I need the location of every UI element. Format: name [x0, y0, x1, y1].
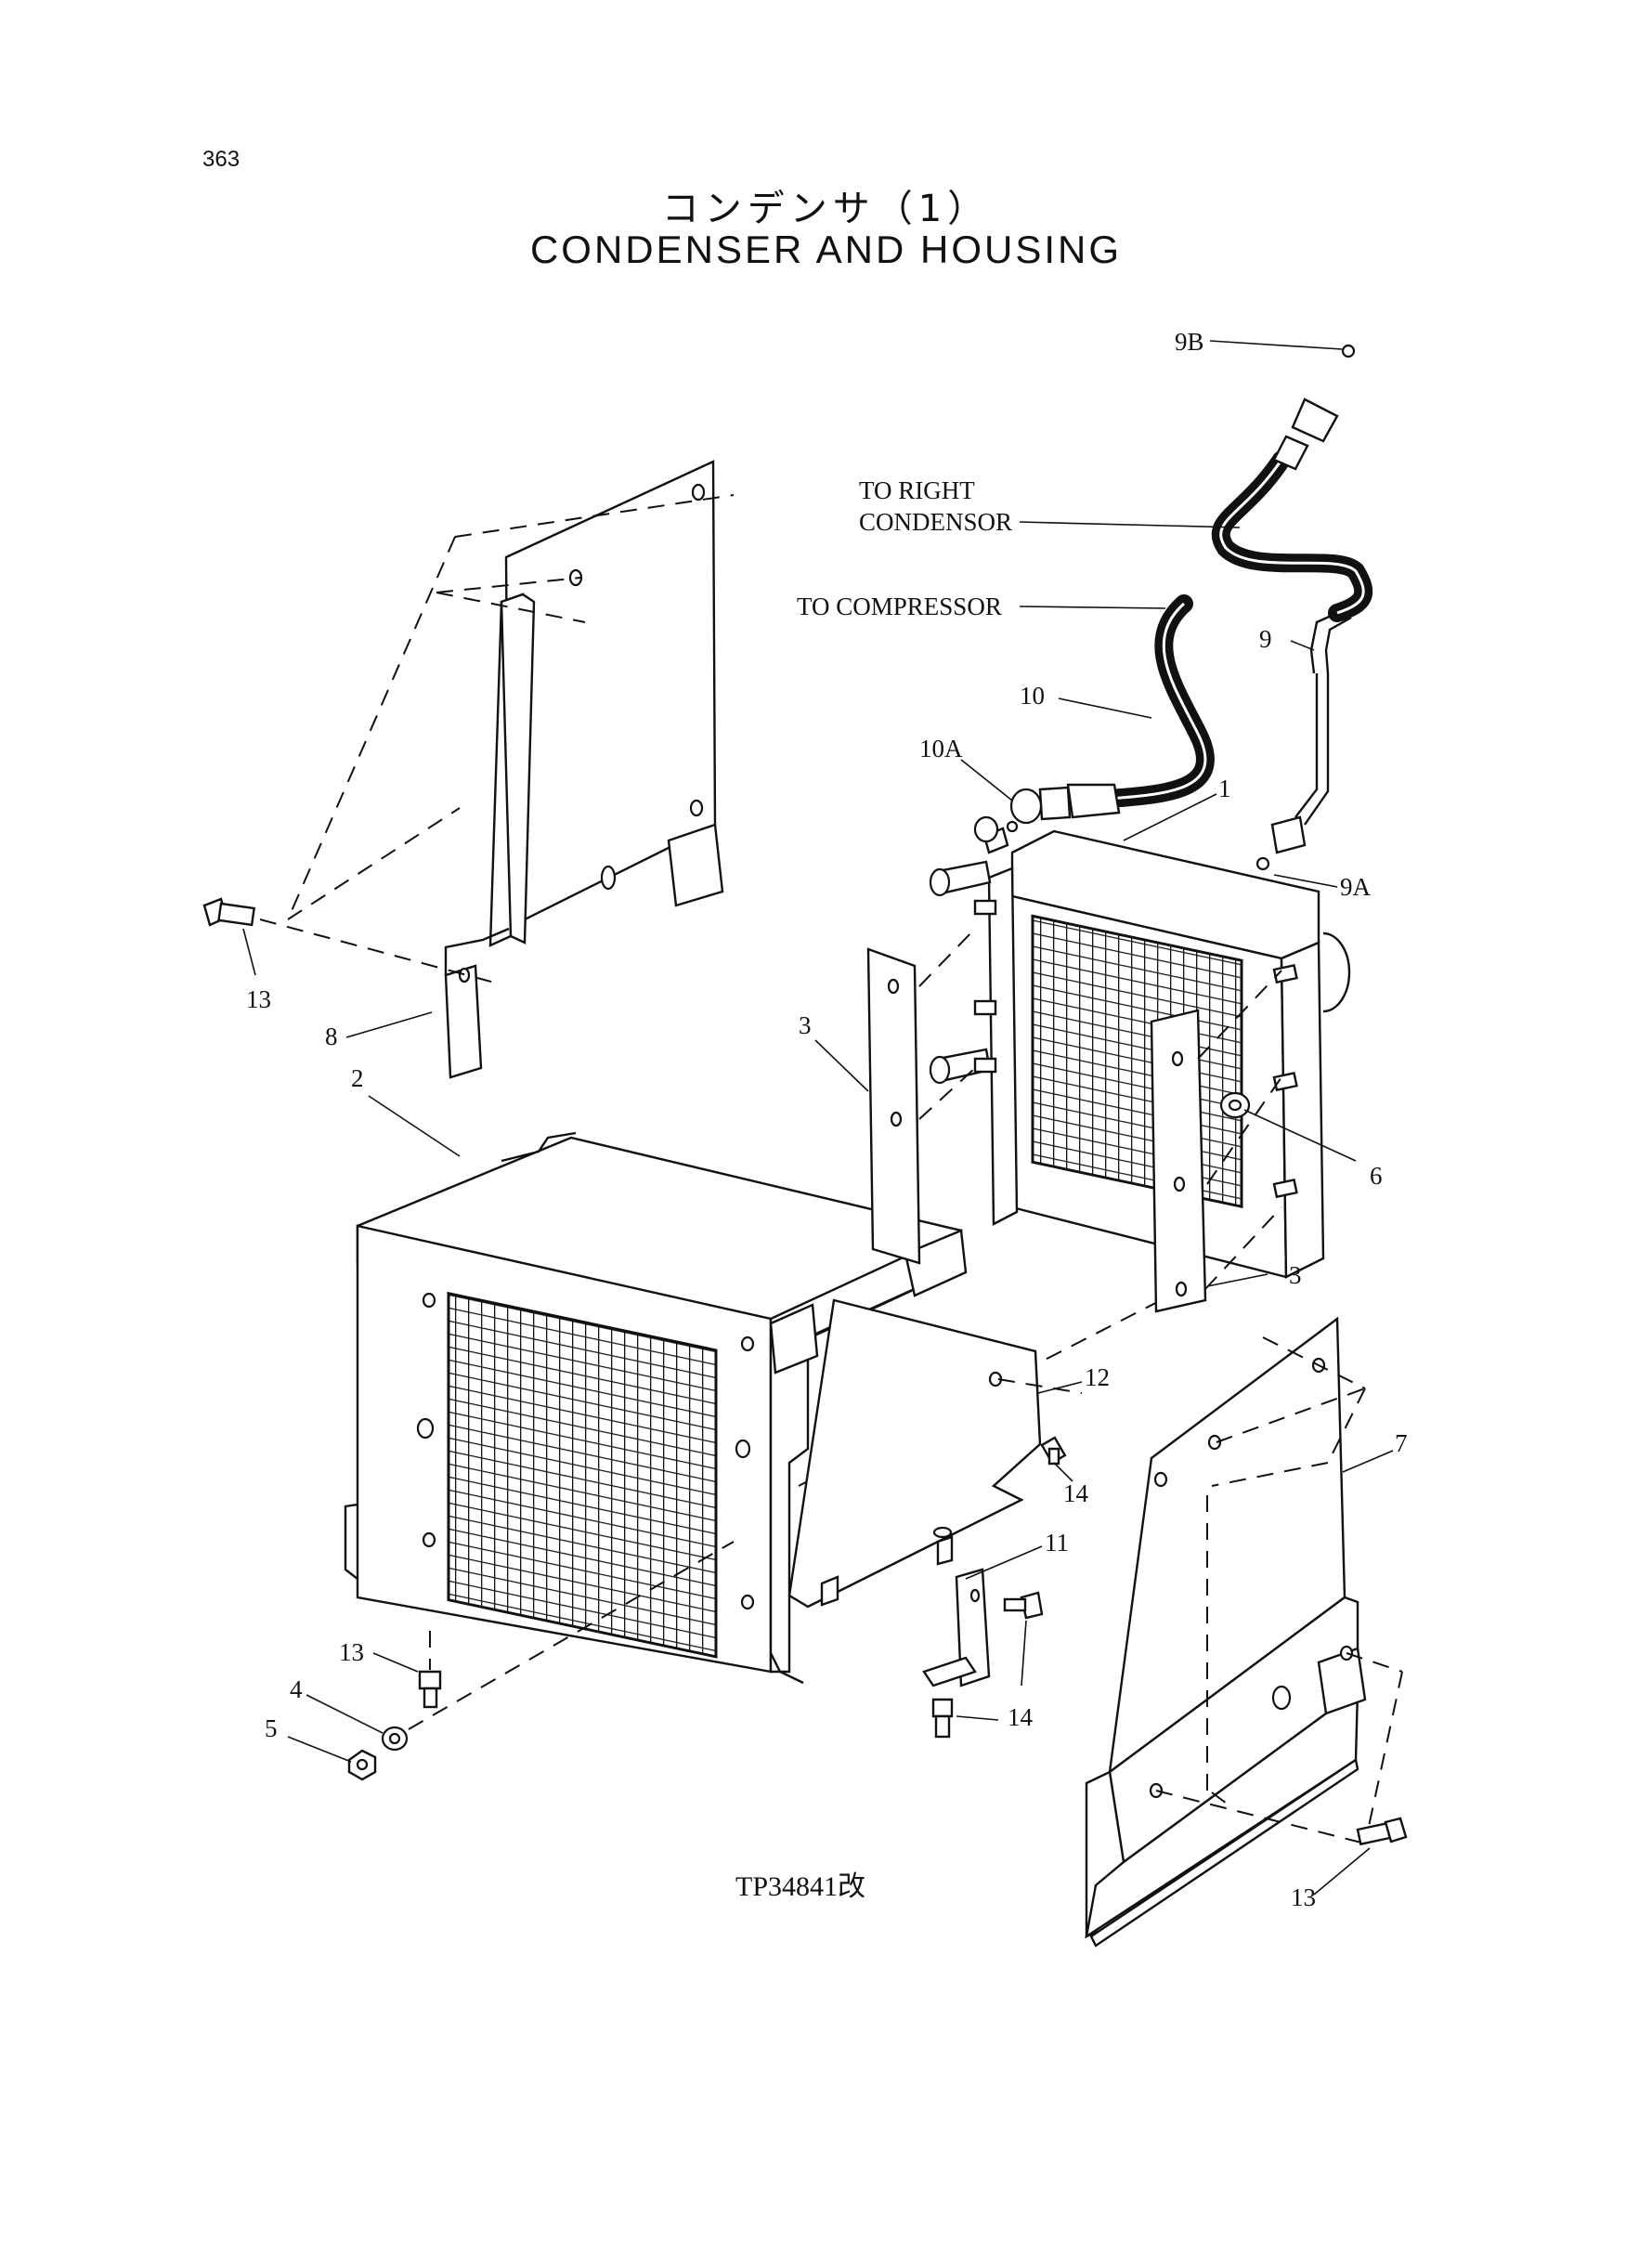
hose-10 — [973, 594, 1215, 843]
washer-6 — [1219, 1091, 1251, 1119]
callout-13-right: 13 — [1291, 1883, 1316, 1911]
callout-6: 6 — [1370, 1162, 1383, 1190]
bolt-13-lower — [418, 1631, 442, 1709]
callout-5: 5 — [265, 1714, 278, 1742]
callout-13-lower: 13 — [339, 1638, 364, 1666]
condenser-core — [929, 827, 1351, 1279]
direction-annotations: TO RIGHT CONDENSOR TO COMPRESSOR — [797, 476, 1012, 620]
bracket-plate — [787, 1298, 1083, 1687]
callout-10a: 10A — [919, 735, 963, 762]
callout-4: 4 — [290, 1675, 303, 1703]
callout-3-right: 3 — [1289, 1261, 1302, 1289]
callout-9a: 9A — [1340, 873, 1372, 901]
callout-labels: 9B 9 10 10A 1 9A 13 8 3 2 6 3 12 7 14 11… — [246, 328, 1408, 1911]
mounting-strip-left — [866, 928, 976, 1265]
callout-2: 2 — [351, 1064, 364, 1092]
callout-3-left: 3 — [799, 1011, 812, 1039]
drawing-id: TP34841改 — [735, 1871, 866, 1902]
nut-5 — [347, 1749, 377, 1781]
leader-lines — [242, 340, 1394, 1896]
callout-1: 1 — [1218, 775, 1231, 802]
callout-9: 9 — [1259, 625, 1272, 653]
callout-10: 10 — [1020, 682, 1045, 710]
page-number: 363 — [202, 147, 241, 172]
bolt-14-mid — [1003, 1591, 1044, 1620]
callout-8: 8 — [325, 1023, 338, 1050]
callout-14-mid: 14 — [1008, 1703, 1034, 1731]
title-english: CONDENSER AND HOUSING — [529, 228, 1123, 271]
bolt-13-left — [202, 897, 256, 927]
side-panel-right — [1085, 1316, 1403, 1948]
callout-9b: 9B — [1175, 328, 1204, 356]
annotation-to-right-condensor-line1: TO RIGHT — [859, 476, 975, 504]
annotation-to-right-condensor-line2: CONDENSOR — [859, 508, 1012, 536]
callout-12: 12 — [1085, 1363, 1110, 1391]
condenser-housing — [344, 1131, 1171, 1685]
bolt-14-upper — [1040, 1436, 1067, 1466]
callout-14-upper: 14 — [1063, 1479, 1089, 1507]
annotation-to-compressor: TO COMPRESSOR — [797, 593, 1002, 620]
title-japanese: コンデンサ（1） — [661, 188, 991, 230]
callout-13-left: 13 — [246, 985, 271, 1013]
callout-7: 7 — [1395, 1429, 1408, 1457]
bolt-14-lower — [931, 1698, 954, 1739]
bolt-13-right — [1356, 1817, 1408, 1846]
callout-11: 11 — [1045, 1529, 1069, 1557]
hose-9 — [1211, 344, 1373, 871]
side-panel-left — [259, 460, 735, 1079]
washer-4 — [381, 1541, 735, 1752]
mounting-strip-right — [1150, 970, 1282, 1313]
